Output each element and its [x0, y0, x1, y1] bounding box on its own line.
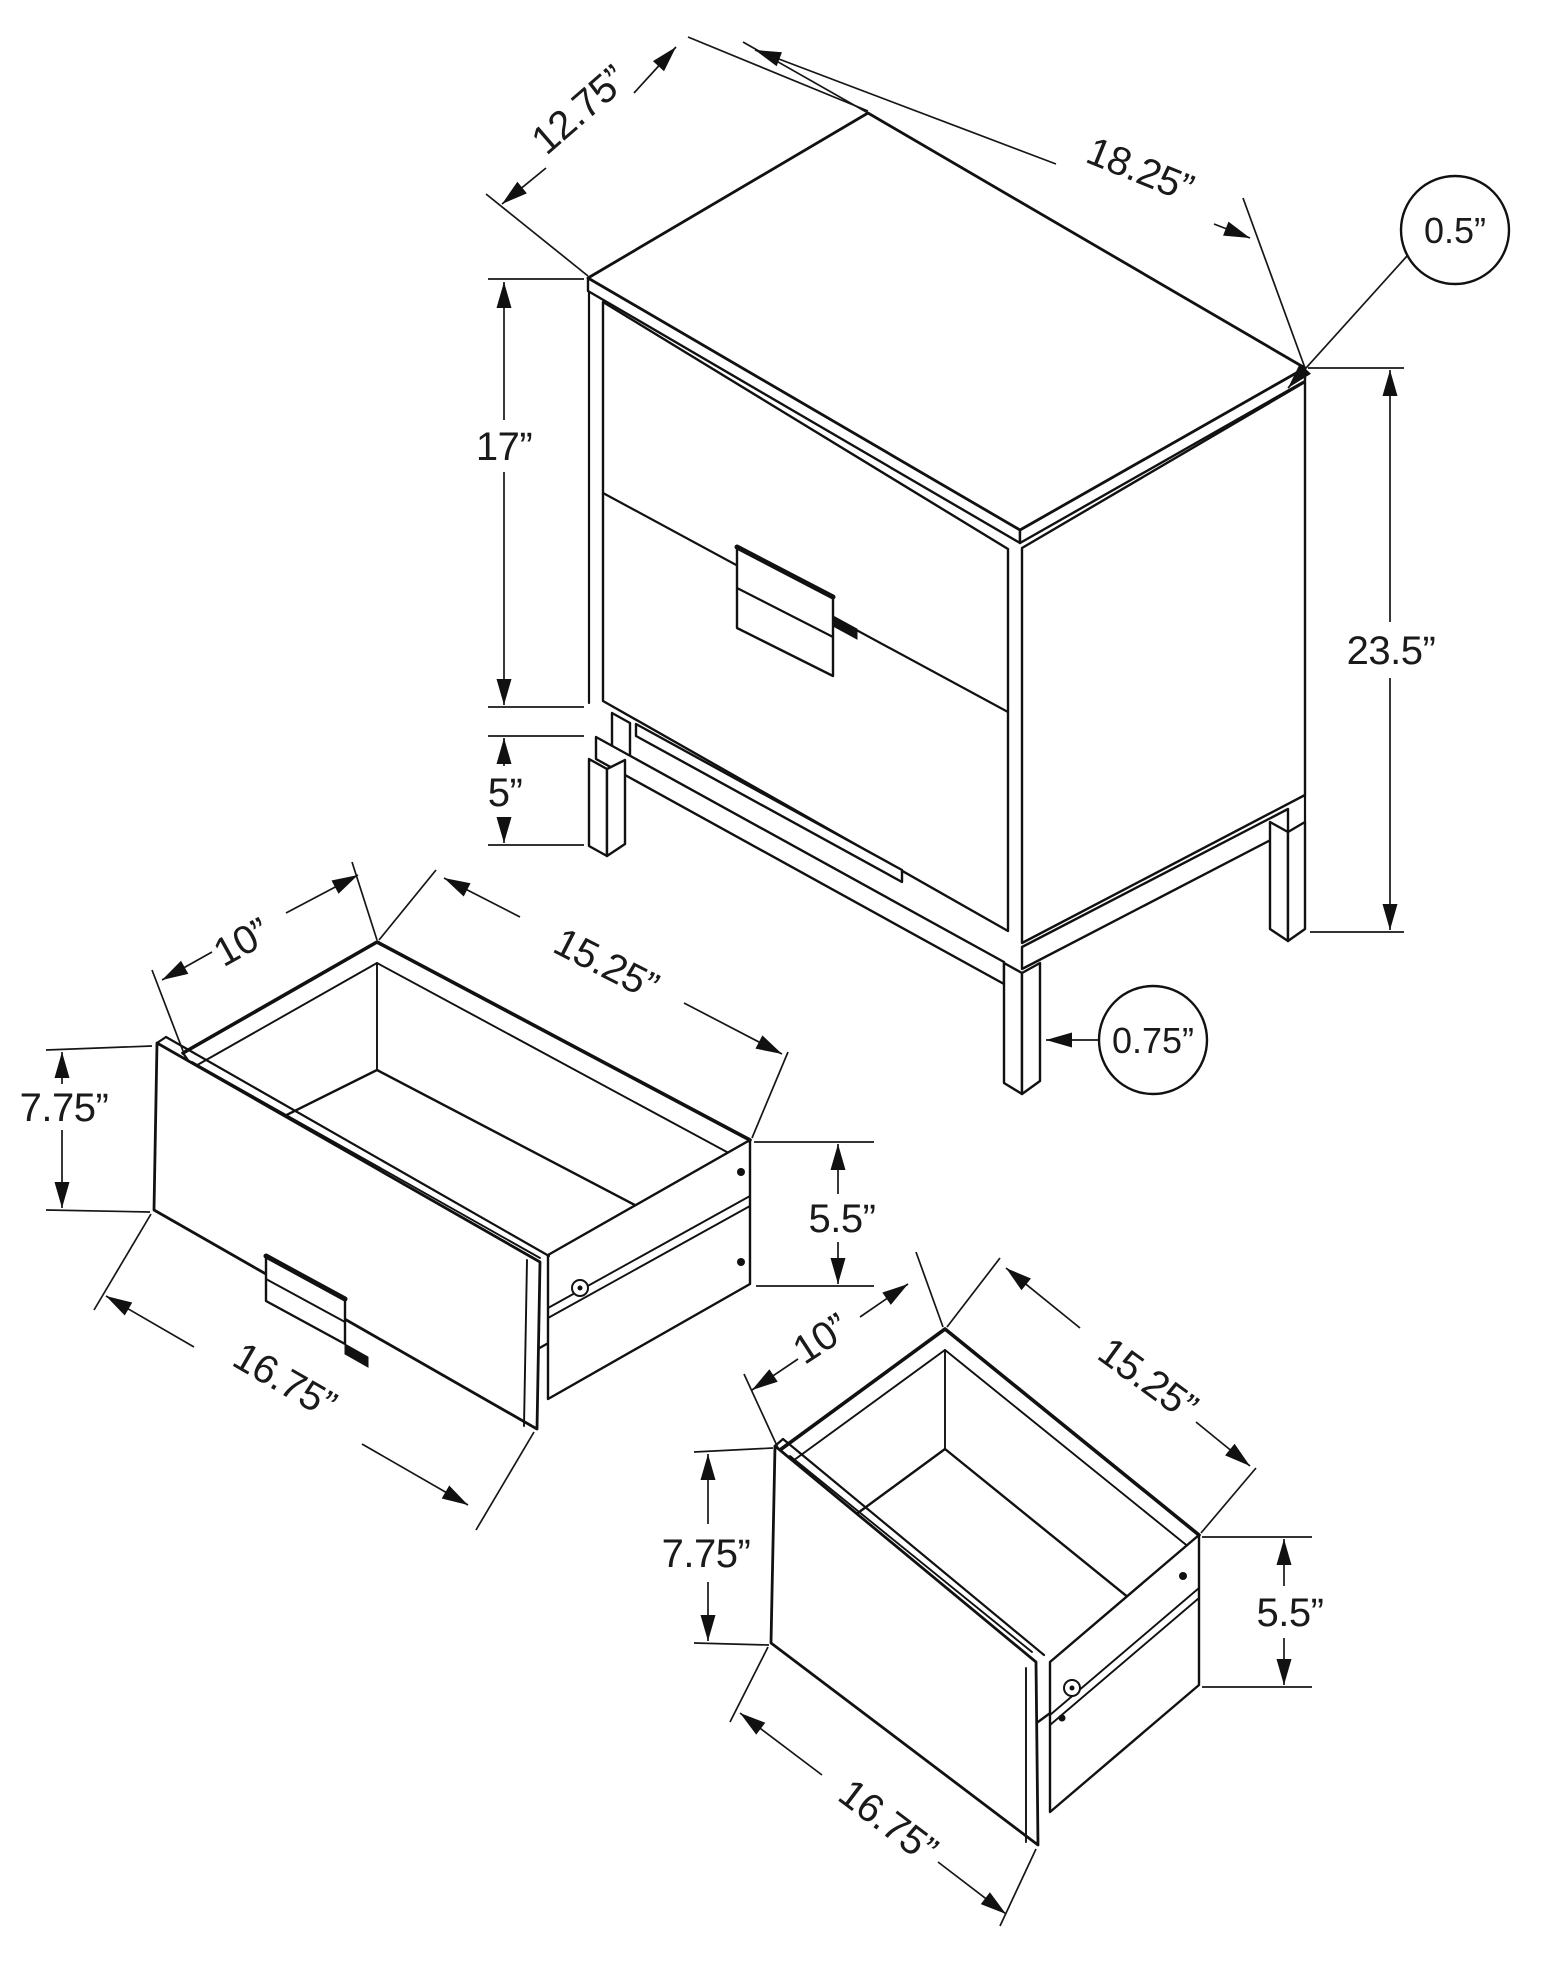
drawer-front-panel [769, 1437, 1046, 1847]
nightstand-body [586, 111, 1307, 1096]
front-panel-face [152, 1041, 542, 1431]
cabinet-drawer-handle [734, 544, 858, 678]
dim-label-leg-thickness: 0.75” [1112, 1020, 1194, 1061]
back-rail-glimpse [634, 722, 904, 884]
drawer-right-view: 10” 15.25” 7.75” 5.5” 16 [662, 1251, 1324, 1927]
dim-label-side-height: 5.5” [1257, 1591, 1324, 1635]
front-left-leg [587, 757, 609, 858]
drawer-side-panel [1048, 1533, 1201, 1814]
panel-top-back-edge [164, 1035, 551, 1258]
front-right-leg [1002, 961, 1024, 1096]
callout-circle [1399, 174, 1511, 286]
front-right-leg-side [1020, 961, 1042, 1096]
screw-center [577, 1285, 583, 1291]
dim-case-height: 17” [476, 278, 584, 708]
callout-top-thickness: 0.5” [1287, 174, 1511, 389]
nightstand-view: 12.75” 18.25” 0.5” 17” [476, 36, 1511, 1096]
handle-fold-line [265, 1278, 346, 1323]
screw-center [1069, 1685, 1075, 1691]
back-right-leg [1268, 820, 1290, 943]
dim-label-front-height: 7.75” [662, 1532, 751, 1576]
dim-label-base-height: 5” [488, 771, 523, 815]
front-left-leg-side [605, 758, 627, 858]
handle-tab [832, 615, 858, 640]
drawer-side-rails [546, 1138, 752, 1401]
drawer-side-rails [1048, 1533, 1201, 1814]
dim-base-height: 5” [488, 735, 584, 846]
dim-drawer-left-side-height: 5.5” [754, 1141, 876, 1287]
panel-inner-top-edge [789, 1455, 1033, 1653]
rail-line [547, 1205, 751, 1319]
drawer-front-panel [152, 1035, 551, 1431]
handle-fold-line [735, 586, 835, 639]
panel-top-back-edge [781, 1437, 1046, 1657]
dim-overall-height: 23.5” [1308, 367, 1436, 933]
drawer-side-panel [546, 1138, 752, 1401]
panel-right-inner-edge [523, 1259, 528, 1427]
screw-dot [1179, 1572, 1187, 1580]
rim-outer-edges [181, 940, 752, 1142]
callout-circle [1097, 984, 1209, 1096]
handle-top-edge [734, 544, 836, 600]
dim-drawer-right-side-height: 5.5” [1202, 1536, 1324, 1688]
dim-label-side-height: 5.5” [809, 1197, 876, 1241]
dim-label-case-height: 17” [476, 425, 532, 469]
rim-outer-edges [778, 1327, 1201, 1537]
dim-label-overall-height: 23.5” [1347, 629, 1436, 673]
back-right-leg-side [1286, 820, 1307, 943]
screw-dot [1058, 1714, 1066, 1722]
rail-line [1049, 1597, 1200, 1726]
callout-leg-thickness: 0.75” [1046, 984, 1209, 1096]
panel-top-cap [155, 1035, 168, 1045]
dim-drawer-left-front-height: 7.75” [20, 1045, 153, 1213]
screw-dot [737, 1258, 745, 1266]
metal-base-frame [587, 711, 1307, 1096]
dim-label-front-height: 7.75” [20, 1086, 109, 1130]
screw-dot [737, 1168, 745, 1176]
handle-top-edge [263, 1253, 348, 1302]
drawer-left-box [152, 940, 752, 1431]
drawer-right-box [769, 1327, 1201, 1847]
handle-tab [344, 1343, 369, 1368]
dim-label-top-thickness: 0.5” [1424, 210, 1486, 251]
front-panel-face [769, 1444, 1040, 1847]
dim-drawer-right-front-height: 7.75” [662, 1447, 774, 1646]
